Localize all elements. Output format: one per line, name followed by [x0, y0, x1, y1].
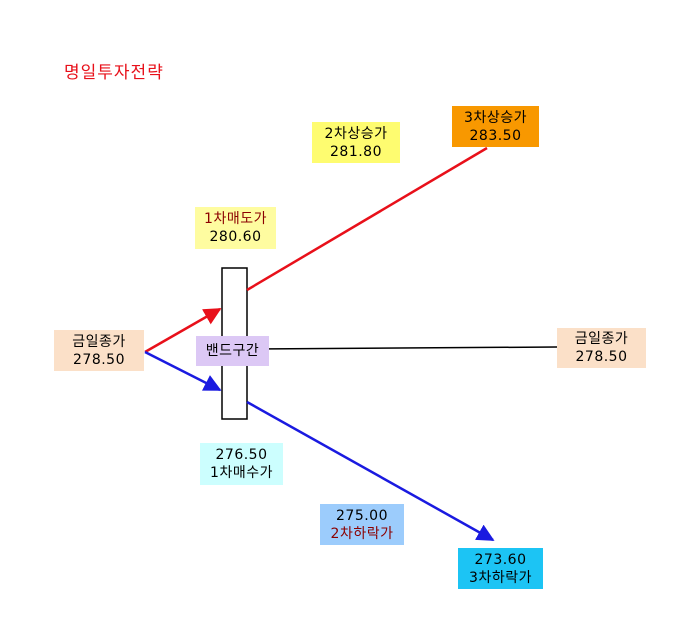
page-title: 명일투자전략: [64, 63, 164, 83]
buy1-box: 276.50 1차매수가: [200, 443, 283, 485]
up-arrow-short: [144, 307, 222, 354]
today-close-left-value: 278.50: [73, 351, 125, 368]
up2-box: 2차상승가 281.80: [312, 122, 400, 163]
sell1-label: 1차매도가: [204, 211, 267, 227]
today-close-right-value: 278.50: [575, 349, 628, 365]
flat-line: [246, 346, 558, 350]
today-close-right-label: 금일종가: [574, 331, 629, 347]
today-close-left-box: 금일종가 278.50: [54, 330, 144, 371]
down2-label: 2차하락가: [330, 525, 394, 542]
down-arrow-short: [144, 350, 222, 392]
sell1-box: 1차매도가 280.60: [195, 207, 276, 249]
today-close-right-box: 금일종가 278.50: [557, 328, 646, 368]
today-close-left-label: 금일종가: [72, 333, 126, 350]
down2-box: 275.00 2차하락가: [320, 504, 404, 545]
up3-box: 3차상승가 283.50: [452, 106, 539, 147]
down3-label: 3차하락가: [469, 569, 532, 586]
sell1-value: 280.60: [209, 229, 262, 245]
down3-value: 273.60: [474, 551, 527, 568]
up3-label: 3차상승가: [464, 109, 527, 126]
buy1-value: 276.50: [215, 447, 268, 463]
down2-value: 275.00: [336, 507, 388, 524]
down-arrow-long: [246, 400, 495, 542]
up2-label: 2차상승가: [324, 125, 388, 142]
down3-box: 273.60 3차하락가: [458, 548, 543, 589]
band-label: 밴드구간: [196, 336, 269, 366]
up-line-long: [246, 146, 488, 292]
up3-value: 283.50: [469, 127, 522, 144]
up2-value: 281.80: [330, 143, 382, 160]
buy1-label: 1차매수가: [210, 465, 273, 481]
